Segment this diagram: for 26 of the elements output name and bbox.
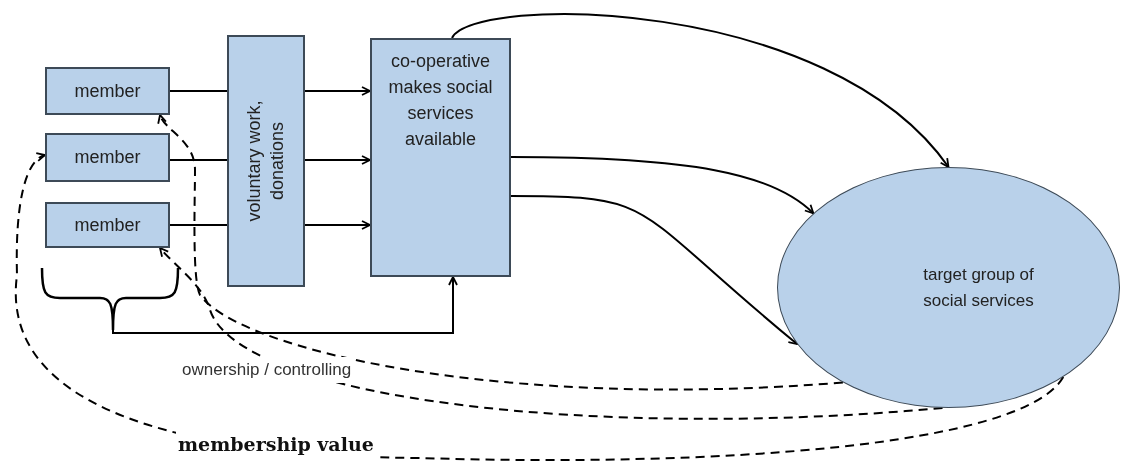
arrow — [304, 155, 371, 165]
node-text: co-operative makes social services available — [387, 50, 494, 152]
member-box — [45, 202, 170, 248]
node-text: target group of social services — [922, 264, 1035, 312]
diagram-label: ownership / controlling — [180, 357, 354, 383]
arrow — [451, 13, 950, 168]
process-box — [227, 35, 305, 287]
process-box — [370, 38, 511, 277]
dashed-arrow — [159, 247, 944, 420]
member-box — [45, 133, 170, 182]
dashed-arrow — [158, 114, 844, 391]
diagram-label: membership value — [176, 430, 376, 459]
node-text: member — [74, 146, 141, 169]
node-text: member — [74, 79, 141, 103]
brace-shape — [40, 268, 180, 330]
arrow — [304, 86, 371, 96]
arrow — [510, 195, 799, 346]
arrow — [112, 276, 458, 334]
connector-line — [169, 224, 228, 226]
arrow — [510, 156, 815, 215]
node-text: voluntary work, donations — [242, 99, 288, 224]
arrow — [304, 220, 371, 230]
member-box — [45, 67, 170, 115]
connector-line — [169, 158, 228, 161]
node-text: member — [74, 213, 141, 237]
connector-line — [169, 90, 228, 92]
